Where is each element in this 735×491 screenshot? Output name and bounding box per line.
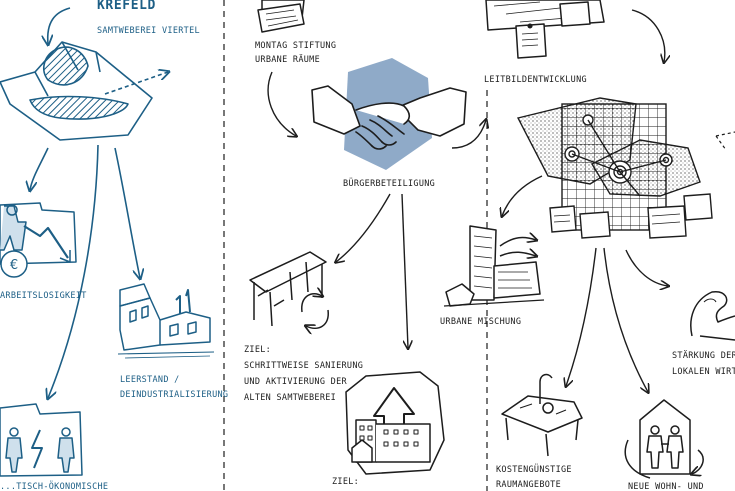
city-network-map bbox=[516, 97, 735, 239]
label-goal2-line1: ZIEL: bbox=[332, 477, 360, 487]
arrow-map-to-cheap-space bbox=[566, 247, 597, 386]
label-new-living: NEUE WOHN- UND bbox=[628, 482, 704, 491]
label-goal1-line2: SCHRITTWEISE SANIERUNG bbox=[244, 361, 364, 371]
arrow-participation-to-goal2 bbox=[401, 193, 408, 348]
title-krefeld: KREFELD bbox=[97, 0, 156, 13]
vacant-factory-icon bbox=[117, 283, 215, 359]
label-cheap-space-line1: KOSTENGÜNSTIGE bbox=[496, 465, 572, 475]
label-goal1-line1: ZIEL: bbox=[244, 345, 272, 355]
greenhouse-renovation-icon bbox=[249, 251, 329, 328]
arrow-map-to-new-living bbox=[603, 247, 648, 392]
notes-board-icon bbox=[485, 0, 605, 59]
handshake-icon bbox=[311, 58, 467, 170]
label-vacancy-line1: LEERSTAND / bbox=[120, 375, 180, 385]
subtitle-samtweberei: SAMTWEBEREI VIERTEL bbox=[97, 26, 200, 36]
label-economic: ...TISCH-ÖKONOMISCHE bbox=[0, 482, 109, 491]
arrow-handshake-to-mission bbox=[451, 120, 486, 149]
label-participation: BÜRGERBETEILIGUNG bbox=[343, 179, 436, 189]
label-goal1-line4: ALTEN SAMTWEBEREI bbox=[244, 393, 337, 403]
krefeld-boat-map bbox=[0, 7, 168, 398]
people-economy-icon bbox=[0, 403, 83, 477]
svg-text:€: € bbox=[10, 258, 18, 273]
label-vacancy-line2: DEINDUSTRIALISIERUNG bbox=[120, 390, 229, 400]
paper-stack-icon bbox=[257, 0, 305, 33]
label-strengthen-line1: STÄRKUNG DER bbox=[672, 351, 735, 361]
home-couple-icon bbox=[624, 399, 704, 478]
label-goal1-line3: UND AKTIVIERUNG DER bbox=[244, 377, 347, 387]
unemployment-icon: € bbox=[0, 202, 77, 278]
building-growth-icon bbox=[345, 371, 445, 475]
arrow-map-to-mixed-use bbox=[502, 175, 543, 216]
arrow-notes-to-map bbox=[631, 9, 665, 62]
label-mixed-use: URBANE MISCHUNG bbox=[440, 317, 522, 327]
workbench-icon bbox=[501, 373, 583, 457]
label-cheap-space-line2: RAUMANGEBOTE bbox=[496, 480, 562, 490]
arrow-participation-to-goal bbox=[336, 193, 391, 262]
label-strengthen-line2: LOKALEN WIRT... bbox=[672, 367, 735, 377]
arrow-map-to-economy bbox=[625, 249, 668, 286]
strong-arm-icon bbox=[690, 291, 735, 341]
label-unemployment: ARBEITSLOSIGKEIT bbox=[0, 291, 87, 301]
arrow-foundation-to-handshake bbox=[267, 71, 296, 136]
label-foundation-line1: MONTAG STIFTUNG bbox=[255, 41, 337, 51]
label-foundation-line2: URBANE RÄUME bbox=[255, 55, 321, 65]
label-mission: LEITBILDENTWICKLUNG bbox=[484, 75, 587, 85]
mixed-use-icon bbox=[443, 225, 545, 307]
